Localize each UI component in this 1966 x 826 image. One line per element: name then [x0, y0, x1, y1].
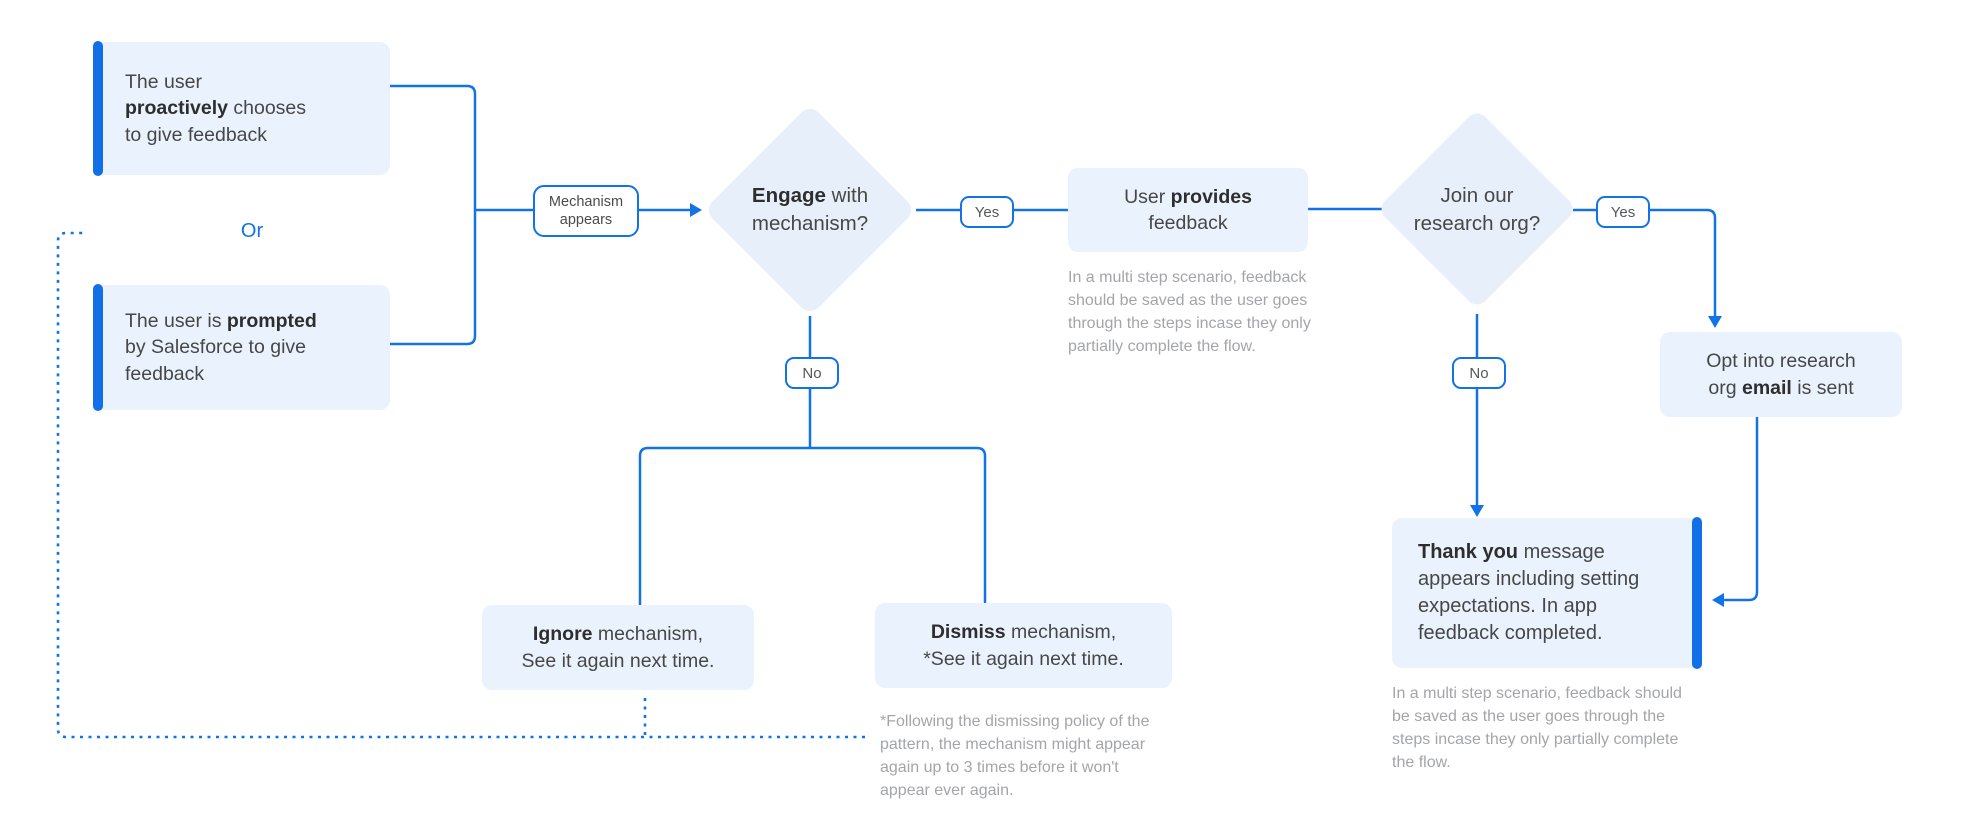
node-thank-you-label: Thank you message appears including sett…	[1418, 541, 1640, 644]
edge-no-split	[638, 446, 987, 605]
node-dismiss-label: Dismiss mechanism, *See it again next ti…	[923, 621, 1124, 670]
note-user-provides: In a multi step scenario, feedback shoul…	[1068, 269, 1311, 356]
arrowhead-into-thankyou-top	[1470, 505, 1484, 517]
node-start-proactive-label: The user proactively chooses to give fee…	[125, 71, 307, 146]
research-yes-pill: Yes	[1596, 196, 1650, 228]
node-ignore-label: Ignore mechanism, See it again next time…	[521, 623, 715, 672]
arrowhead-into-opt-email	[1708, 316, 1722, 328]
edge-research-yes	[1573, 208, 1717, 316]
node-user-provides-label: User provides feedback	[1124, 185, 1252, 234]
node-opt-email-label: Opt into research org email is sent	[1706, 350, 1856, 399]
node-ignore-mechanism: Ignore mechanism, See it again next time…	[482, 605, 754, 690]
node-dismiss-mechanism: Dismiss mechanism, *See it again next ti…	[875, 603, 1172, 688]
engage-yes-pill: Yes	[960, 196, 1014, 228]
arrowhead-into-engage	[690, 203, 702, 217]
node-start-prompted: The user is prompted by Salesforce to gi…	[93, 284, 390, 411]
research-no-pill: No	[1452, 357, 1506, 389]
edge-start-bracket	[390, 84, 477, 346]
note-thank-you: In a multi step scenario, feedback shoul…	[1392, 685, 1682, 772]
node-opt-email: Opt into research org email is sent	[1660, 332, 1902, 417]
node-user-provides: User provides feedback	[1068, 168, 1308, 252]
mechanism-appears-label: Mechanism appears	[533, 185, 639, 237]
edge-email-to-thankyou	[1724, 417, 1759, 602]
engage-decision-label: Engage with mechanism?	[751, 184, 869, 235]
arrowhead-into-thankyou-side	[1712, 593, 1724, 607]
edge-loopback-dotted	[56, 231, 865, 739]
node-start-proactive: The user proactively chooses to give fee…	[93, 41, 390, 176]
or-label: Or	[240, 220, 264, 242]
note-dismiss: *Following the dismissing policy of the …	[880, 713, 1150, 800]
research-decision-label: Join our research org?	[1413, 184, 1541, 235]
node-start-prompted-label: The user is prompted by Salesforce to gi…	[125, 310, 317, 385]
engage-no-pill: No	[785, 357, 839, 389]
node-thank-you: Thank you message appears including sett…	[1392, 517, 1702, 669]
